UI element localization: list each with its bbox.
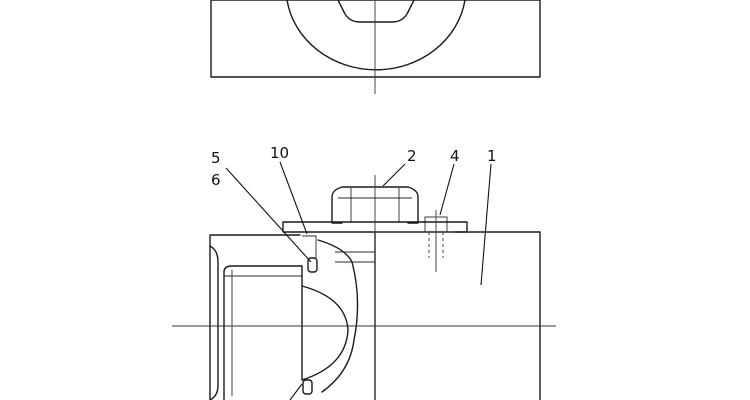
cavity-dome: [301, 285, 349, 381]
o-ring-upper: [307, 257, 318, 273]
callout-10: 10: [270, 144, 289, 162]
top-view-block-outline: [210, 0, 541, 78]
callout-2: 2: [407, 147, 417, 165]
leader-5-6: [225, 167, 312, 263]
leader-lower-seal: [289, 383, 303, 400]
callout-1: 1: [487, 147, 497, 165]
leader-10: [279, 161, 308, 235]
front-view: [172, 161, 556, 400]
port-boss-outer: [209, 245, 219, 400]
top-view: [210, 0, 541, 94]
main-body-outline: [209, 231, 541, 400]
cavity-contour: [317, 239, 359, 393]
leader-1: [480, 163, 492, 286]
port-fitting-body: [223, 265, 303, 400]
leader-4: [439, 163, 455, 216]
leader-2: [382, 163, 406, 187]
seal-channel: [302, 235, 317, 258]
cavity-inner-edge: [335, 251, 375, 263]
callout-6: 6: [211, 171, 221, 189]
o-ring-lower: [302, 379, 313, 395]
callout-5: 5: [211, 149, 221, 167]
top-view-circle-arc: [286, 0, 466, 71]
top-view-hex-nut: [337, 0, 415, 23]
callout-4: 4: [450, 147, 460, 165]
